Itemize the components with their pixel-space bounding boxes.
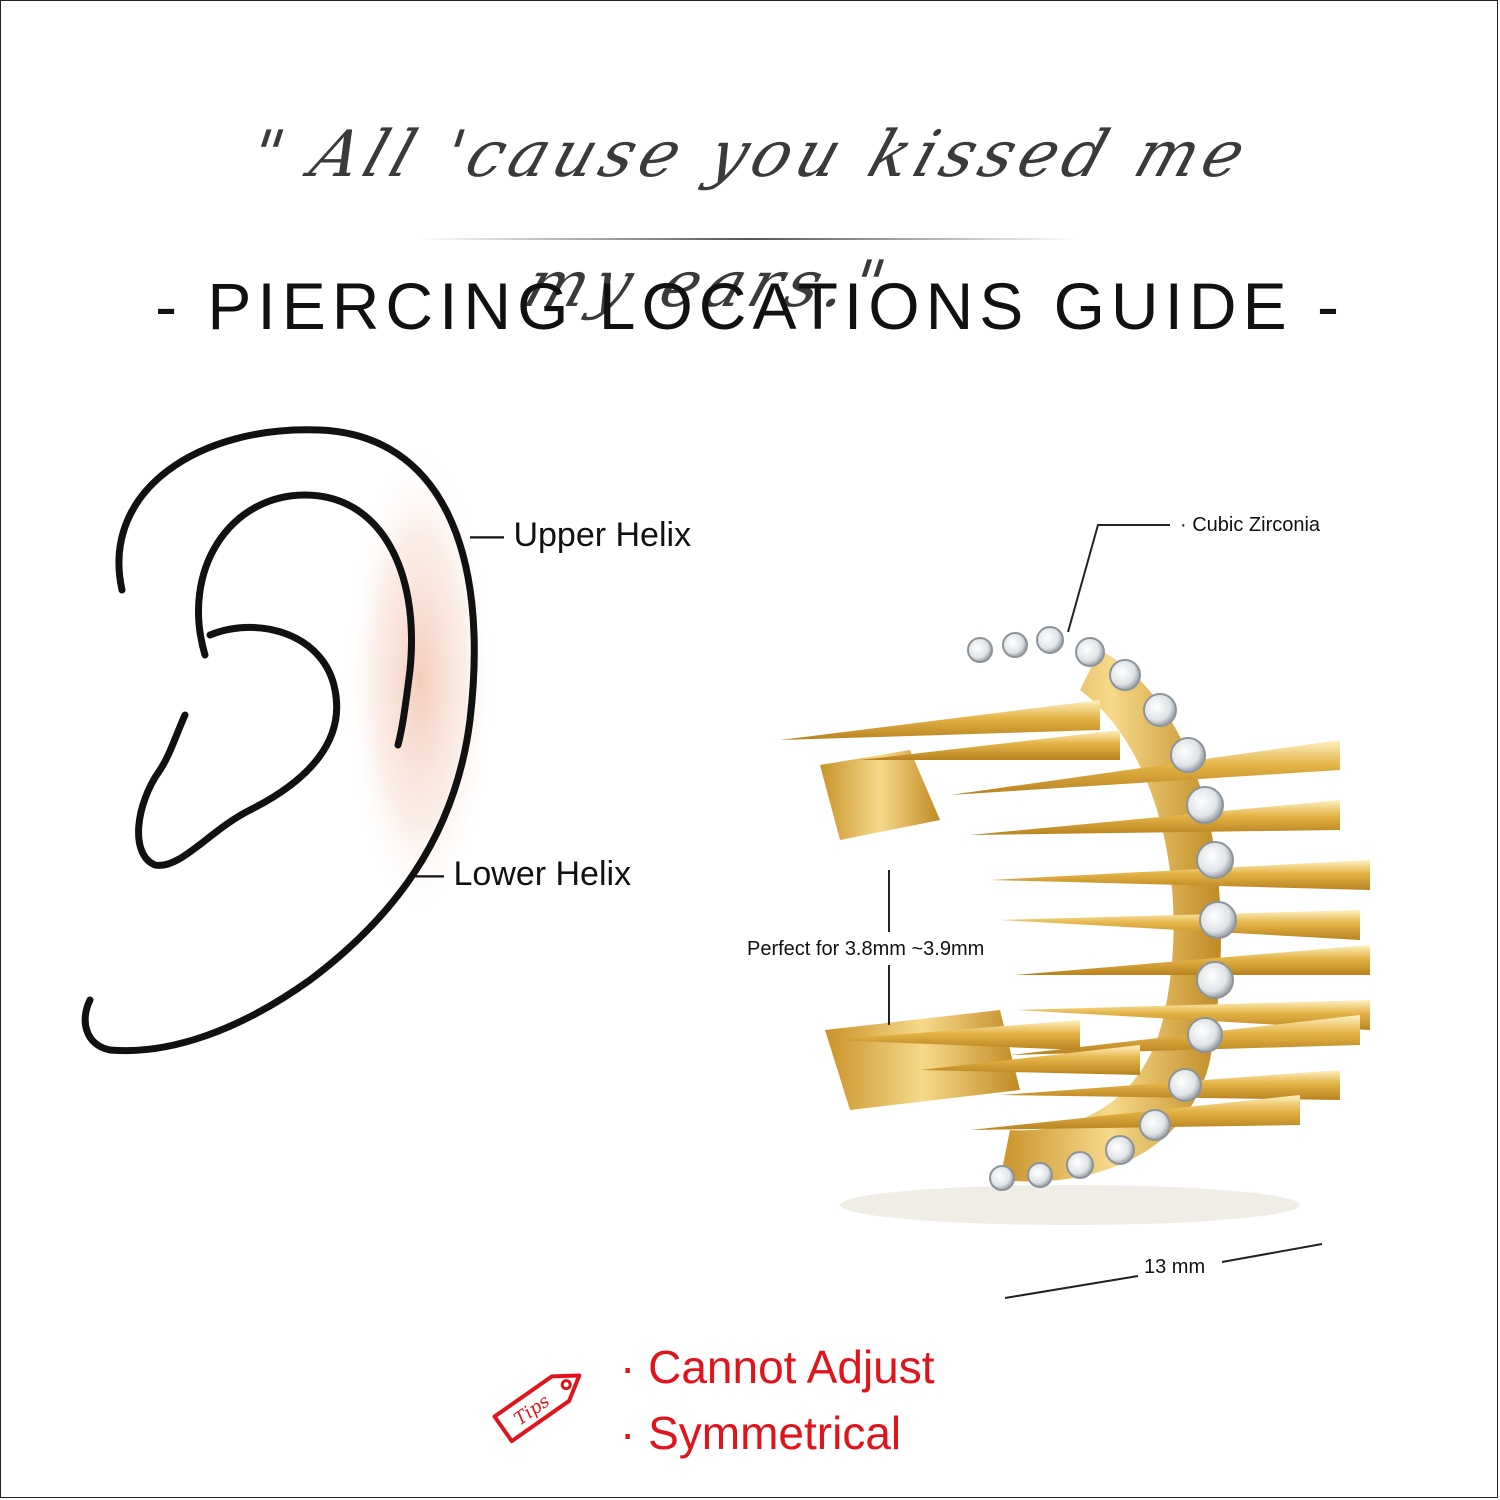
tip-symmetrical: · Symmetrical xyxy=(620,1407,902,1459)
width-line-right xyxy=(1221,1243,1323,1263)
cuff-spikes xyxy=(780,700,1370,1130)
fit-size-label: Perfect for 3.8mm ~3.9mm xyxy=(747,938,985,960)
title-divider xyxy=(420,238,1080,240)
page-title: - PIERCING LOCATIONS GUIDE - xyxy=(155,269,1345,343)
upper-helix-label: — Upper Helix xyxy=(470,516,692,554)
tips-badge-text: Tips xyxy=(510,1391,554,1430)
helix-highlight xyxy=(345,440,495,920)
ear-cuff-product xyxy=(780,626,1370,1225)
zirconia-leader-line xyxy=(1067,524,1170,633)
lower-helix-label: — Lower Helix xyxy=(410,855,632,893)
width-line-left xyxy=(1004,1275,1139,1299)
cuff-shadow xyxy=(840,1185,1300,1225)
cuff-top-arm xyxy=(820,750,940,840)
ear-illustration xyxy=(81,426,495,1055)
concha-outline xyxy=(135,624,341,869)
cubic-zirconia-row xyxy=(967,626,1237,1191)
width-label: 13 mm xyxy=(1144,1256,1206,1278)
cubic-zirconia-label: · Cubic Zirconia xyxy=(1180,514,1321,536)
tips-tag-icon: Tips xyxy=(492,1373,582,1444)
outer-ear-outline xyxy=(81,426,478,1055)
tip-cannot-adjust: · Cannot Adjust xyxy=(620,1341,935,1393)
inner-helix-outline xyxy=(195,491,415,749)
